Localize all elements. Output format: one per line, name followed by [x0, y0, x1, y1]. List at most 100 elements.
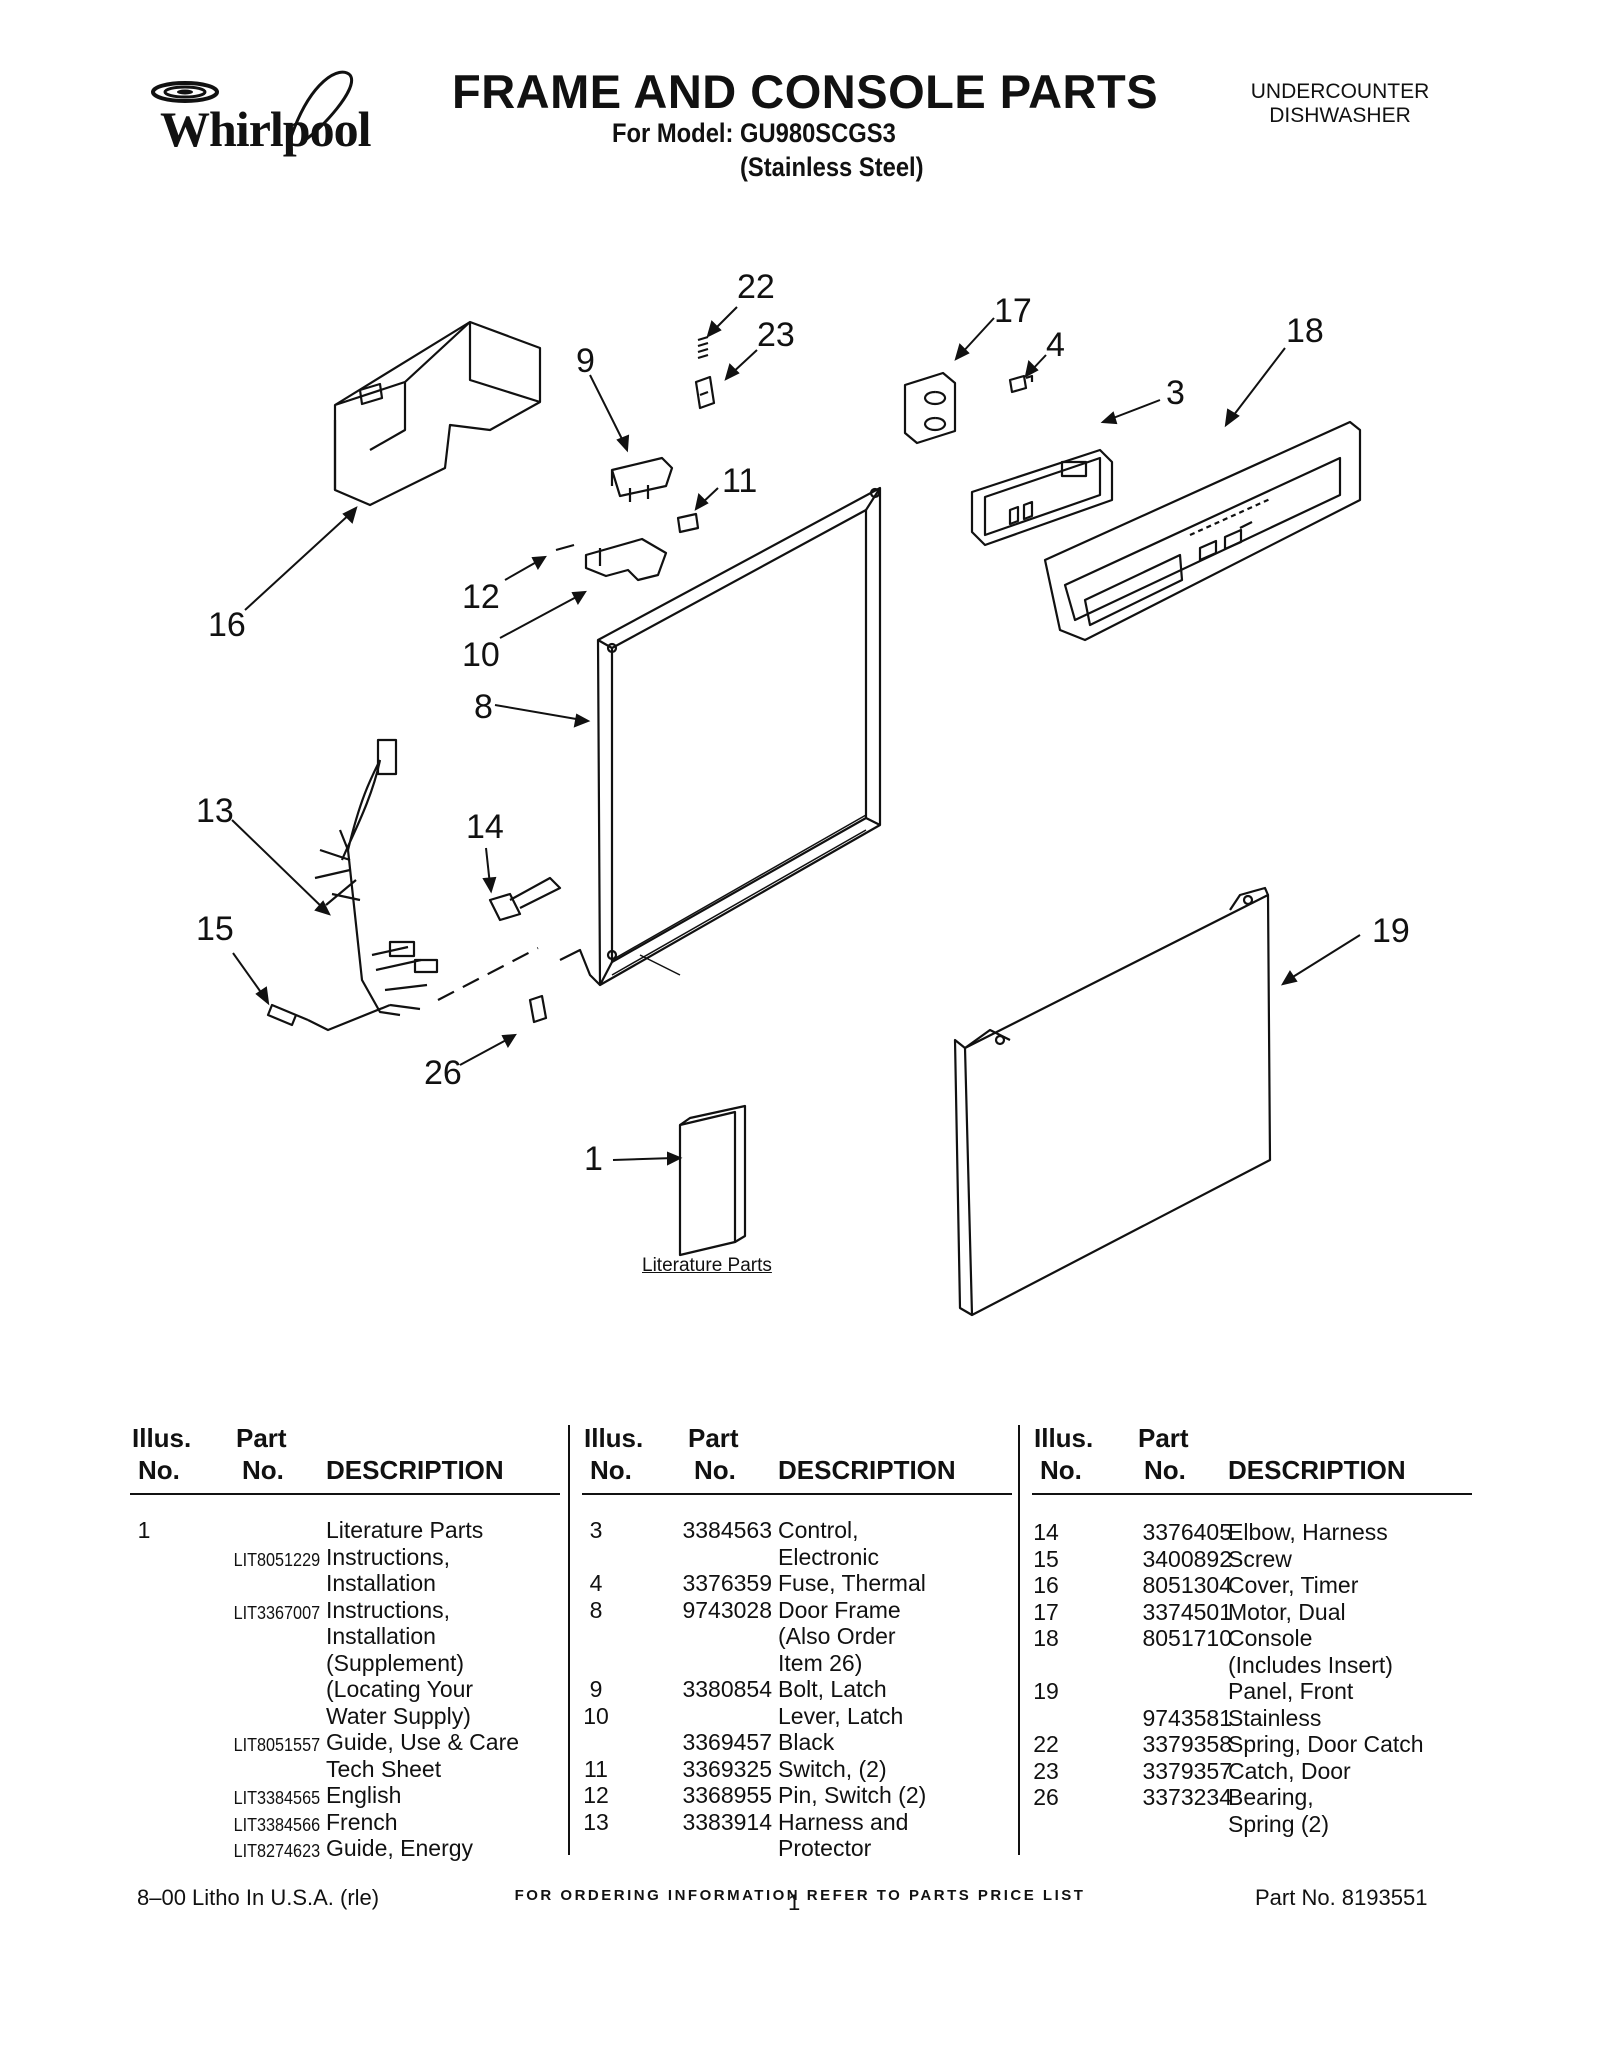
- part-header-2: No.: [1144, 1455, 1186, 1485]
- part-number: 3379358: [1142, 1731, 1232, 1757]
- part-number: LIT3384565: [233, 1788, 320, 1808]
- part-number: 3369325: [682, 1755, 772, 1782]
- part-description: Installation: [326, 1570, 436, 1596]
- callout-19: 19: [1372, 912, 1410, 950]
- part-number: 3374501: [1142, 1598, 1232, 1625]
- harness-drawing: [314, 738, 439, 1017]
- callout-12: 12: [462, 578, 500, 616]
- timer-cover-drawing: [333, 320, 542, 507]
- part-number: 8051710: [1142, 1625, 1232, 1651]
- part-number: 3383914: [682, 1808, 772, 1835]
- illus-number: 18: [1033, 1625, 1059, 1651]
- table-row: Tech Sheet: [130, 1756, 560, 1783]
- switch-drawing: [676, 512, 700, 534]
- console-drawing: [1043, 420, 1362, 642]
- part-number: 3369457: [682, 1729, 772, 1755]
- callout-23: 23: [757, 316, 795, 354]
- illus-number: 12: [583, 1782, 609, 1808]
- illus-header-1: Illus.: [1034, 1423, 1094, 1453]
- screw-drawing: [266, 1003, 309, 1027]
- table-row: Item 26): [582, 1650, 1012, 1677]
- switch-pin-drawing: [555, 543, 575, 552]
- page-title: FRAME AND CONSOLE PARTS: [452, 65, 1159, 118]
- part-description: Panel, Front: [1228, 1678, 1354, 1704]
- illus-number: 8: [589, 1596, 603, 1623]
- illus-header-1: Illus.: [584, 1423, 644, 1453]
- callout-13: 13: [196, 792, 234, 830]
- part-description: Instructions,: [326, 1596, 450, 1623]
- part-description: Black: [778, 1729, 835, 1755]
- callout-3: 3: [1166, 374, 1185, 412]
- illus-number: 9: [589, 1676, 603, 1702]
- illus-number: 23: [1033, 1757, 1059, 1784]
- part-description: (Locating Your: [326, 1676, 474, 1702]
- callout-4: 4: [1046, 326, 1065, 364]
- thermal-fuse-drawing: [1008, 374, 1034, 394]
- harness-elbow-drawing: [488, 876, 562, 922]
- part-description: Switch, (2): [778, 1755, 887, 1782]
- part-number: LIT8051557: [233, 1735, 320, 1755]
- part-number: 3379357: [1142, 1757, 1232, 1784]
- illus-number: 11: [584, 1755, 608, 1782]
- callout-1: 1: [584, 1140, 603, 1178]
- callout-10: 10: [462, 636, 500, 674]
- part-description: Control,: [778, 1517, 859, 1543]
- illus-number: 1: [137, 1517, 151, 1543]
- part-description: Guide, Energy: [326, 1835, 474, 1861]
- table-row: Installation: [130, 1623, 560, 1650]
- literature-parts-caption: Literature Parts: [642, 1255, 772, 1276]
- part-description: Lever, Latch: [778, 1702, 904, 1729]
- table-row: (Locating Your: [130, 1676, 560, 1703]
- table-row: Electronic: [582, 1544, 1012, 1571]
- litho-line: 8–00 Litho In U.S.A. (rle): [137, 1885, 380, 1910]
- part-number: 8051304: [1142, 1572, 1232, 1598]
- part-description: Spring, Door Catch: [1228, 1731, 1424, 1757]
- door-frame-drawing: [559, 486, 882, 987]
- illus-header-2: No.: [138, 1455, 180, 1485]
- table-row: (Includes Insert): [1032, 1652, 1472, 1679]
- part-header-1: Part: [236, 1423, 287, 1453]
- part-header-2: No.: [694, 1455, 736, 1485]
- part-description: Item 26): [778, 1649, 863, 1676]
- column-divider: [1018, 1425, 1020, 1855]
- part-description: Console: [1228, 1625, 1313, 1651]
- part-number: 3368955: [682, 1782, 772, 1808]
- description-header: DESCRIPTION: [1228, 1455, 1406, 1485]
- part-description: Tech Sheet: [326, 1755, 442, 1782]
- part-number: 3400892: [1142, 1545, 1232, 1572]
- part-description: (Includes Insert): [1228, 1651, 1393, 1678]
- part-description: Cover, Timer: [1228, 1572, 1359, 1598]
- model-line: For Model: GU980SCGS3: [612, 118, 896, 148]
- part-description: Pin, Switch (2): [778, 1782, 927, 1808]
- part-description: Screw: [1228, 1545, 1292, 1572]
- part-number: LIT3384566: [233, 1814, 320, 1835]
- part-description: Water Supply): [326, 1702, 471, 1729]
- table-row: Protector: [582, 1835, 1012, 1862]
- part-number: 9743028: [682, 1596, 772, 1623]
- electronic-control-drawing: [970, 448, 1114, 547]
- callout-26: 26: [424, 1054, 462, 1092]
- category-line-2: DISHWASHER: [1269, 104, 1411, 127]
- part-description: Protector: [778, 1835, 872, 1861]
- description-header: DESCRIPTION: [326, 1455, 504, 1485]
- latch-bolt-drawing: [610, 456, 674, 502]
- illus-number: 3: [589, 1517, 603, 1543]
- product-category: UNDERCOUNTER DISHWASHER: [1235, 80, 1445, 128]
- part-number: 9743581: [1142, 1704, 1232, 1731]
- callout-14: 14: [466, 808, 504, 846]
